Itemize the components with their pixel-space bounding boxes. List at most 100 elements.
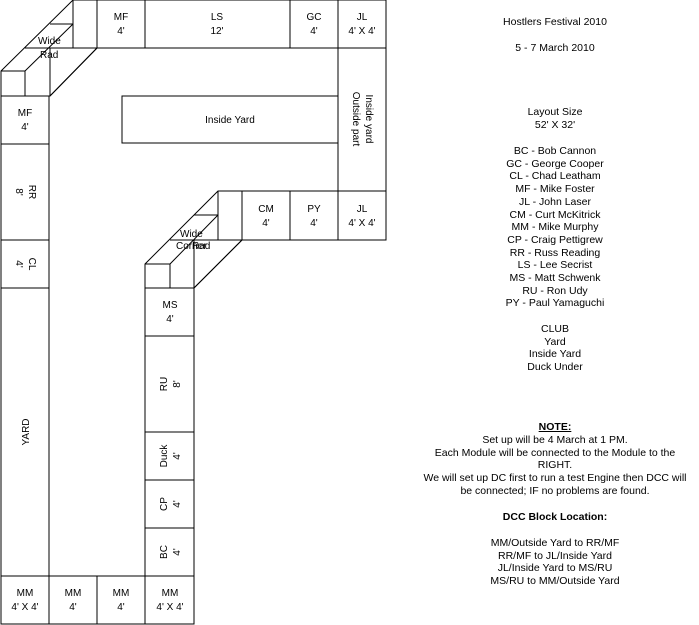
module-bottom-mm-3 [96, 575, 146, 625]
member-item: JL - John Laser [519, 195, 591, 208]
event-title: Hostlers Festival 2010 [503, 16, 607, 28]
module-top-ls [144, 0, 291, 49]
module-ru-size: 8' [172, 380, 183, 388]
note-line: We will set up DC first to run a test En… [423, 472, 687, 485]
mid-corner-label-rad: Rad [192, 241, 210, 252]
module-cp-size: 4' [172, 500, 183, 508]
module-mid-jl-size: 4' X 4' [348, 218, 375, 229]
dcc-line: RR/MF to JL/Inside Yard [498, 549, 612, 562]
module-top-jl-name: JL [357, 12, 368, 23]
module-bottom-mm-3-size: 4' [117, 602, 125, 613]
module-bc-name: BC [159, 545, 170, 559]
member-item: MM - Mike Murphy [511, 221, 599, 234]
dcc-heading: DCC Block Location: [502, 511, 608, 523]
module-top-mf-size: 4' [117, 26, 125, 37]
module-duck [144, 431, 195, 481]
event-dates: 5 - 7 March 2010 [515, 42, 595, 54]
note-line: Set up will be 4 March at 1 PM. [482, 434, 628, 446]
module-top-jl-size: 4' X 4' [348, 26, 375, 37]
club-item: Yard [544, 335, 566, 348]
member-item: CL - Chad Leatham [509, 170, 601, 183]
club-item: Duck Under [527, 361, 583, 374]
module-ms [144, 287, 195, 337]
dcc-line: MS/RU to MM/Outside Yard [490, 575, 620, 588]
module-ru-name: RU [159, 377, 170, 391]
layout-size-value: 52' X 32' [534, 119, 576, 131]
module-bottom-mm-4-name: MM [162, 588, 179, 599]
module-left-cl-name: CL [26, 258, 37, 271]
module-duck-size: 4' [172, 452, 183, 460]
module-inside-yard-outside-part [337, 47, 387, 192]
module-mid-cm-size: 4' [262, 218, 270, 229]
module-top-jl [337, 0, 387, 49]
module-left-mf [0, 95, 50, 145]
note-line: Each Module will be connected to the Mod… [434, 446, 676, 459]
module-mid-jl [337, 190, 387, 241]
module-top-mf [96, 0, 146, 49]
module-inside-yard [121, 95, 339, 144]
member-item: CM - Curt McKitrick [509, 208, 601, 221]
module-top-ls-size: 12' [210, 26, 223, 37]
member-item: RU - Ron Udy [522, 284, 588, 297]
left-yard-label: YARD [21, 418, 32, 445]
module-cp-name: CP [159, 497, 170, 511]
module-mid-py-size: 4' [310, 218, 318, 229]
layout-size-label: Layout Size [527, 106, 583, 118]
module-bottom-mm-1-size: 4' X 4' [11, 602, 38, 613]
module-top-gc-size: 4' [310, 26, 318, 37]
module-wide-rad-corner [0, 0, 98, 97]
module-bottom-mm-4 [144, 575, 195, 625]
module-left-rr [0, 143, 50, 241]
module-mid-wide-corner [144, 190, 243, 289]
module-layout-diagram: MF 4' LS 12' GC 4' JL 4' X 4' Wide Rad I… [0, 0, 387, 625]
wide-rad-label-1: Wide [38, 36, 61, 47]
member-item: MS - Matt Schwenk [509, 272, 601, 285]
outside-part-label-1: Inside yard [363, 95, 374, 144]
module-top-gc-name: GC [307, 12, 322, 23]
note-line: be connected; IF no problems are found. [460, 484, 650, 497]
module-cp [144, 479, 195, 529]
module-bottom-mm-3-name: MM [113, 588, 130, 599]
module-bc [144, 527, 195, 577]
module-top-ls-name: LS [211, 12, 224, 23]
wide-rad-label-2: Rad [40, 50, 58, 61]
module-ms-name: MS [163, 300, 178, 311]
module-ms-size: 4' [166, 314, 174, 325]
member-item: GC - George Cooper [506, 157, 604, 170]
mid-corner-label-wide: Wide [180, 229, 203, 240]
module-left-rr-size: 8' [13, 188, 24, 196]
note-text: Set up will be 4 March at 1 PM.Each Modu… [410, 434, 699, 498]
module-left-mf-size: 4' [21, 122, 29, 133]
module-top-gc [289, 0, 339, 49]
note-line: RIGHT. [537, 459, 573, 472]
member-item: CP - Craig Pettigrew [507, 233, 603, 246]
module-bottom-mm-4-size: 4' X 4' [156, 602, 183, 613]
module-left-rr-name: RR [26, 185, 37, 199]
club-item: CLUB [540, 323, 569, 335]
member-item: LS - Lee Secrist [517, 259, 593, 272]
module-left-cl [0, 239, 50, 289]
module-mid-py-name: PY [307, 204, 321, 215]
member-item: RR - Russ Reading [509, 246, 601, 259]
module-bottom-mm-1-name: MM [17, 588, 34, 599]
module-mid-jl-name: JL [357, 204, 368, 215]
module-left-mf-name: MF [18, 108, 32, 119]
module-left-cl-size: 4' [13, 260, 24, 268]
outside-part-label-2: Outside part [350, 92, 361, 147]
module-mid-cm [241, 190, 291, 241]
module-bottom-mm-1 [0, 575, 50, 625]
module-top-mf-name: MF [114, 12, 128, 23]
note-heading: NOTE: [538, 421, 572, 433]
module-mid-py [289, 190, 339, 241]
member-item: MF - Mike Foster [515, 183, 595, 196]
module-bottom-mm-2-size: 4' [69, 602, 77, 613]
dcc-line: JL/Inside Yard to MS/RU [497, 562, 613, 575]
mid-corner-label-corner: Corner [176, 241, 207, 252]
member-item: BC - Bob Cannon [513, 145, 597, 157]
module-left-yard [0, 287, 50, 577]
module-bottom-mm-2 [48, 575, 98, 625]
club-item: Inside Yard [528, 348, 582, 361]
